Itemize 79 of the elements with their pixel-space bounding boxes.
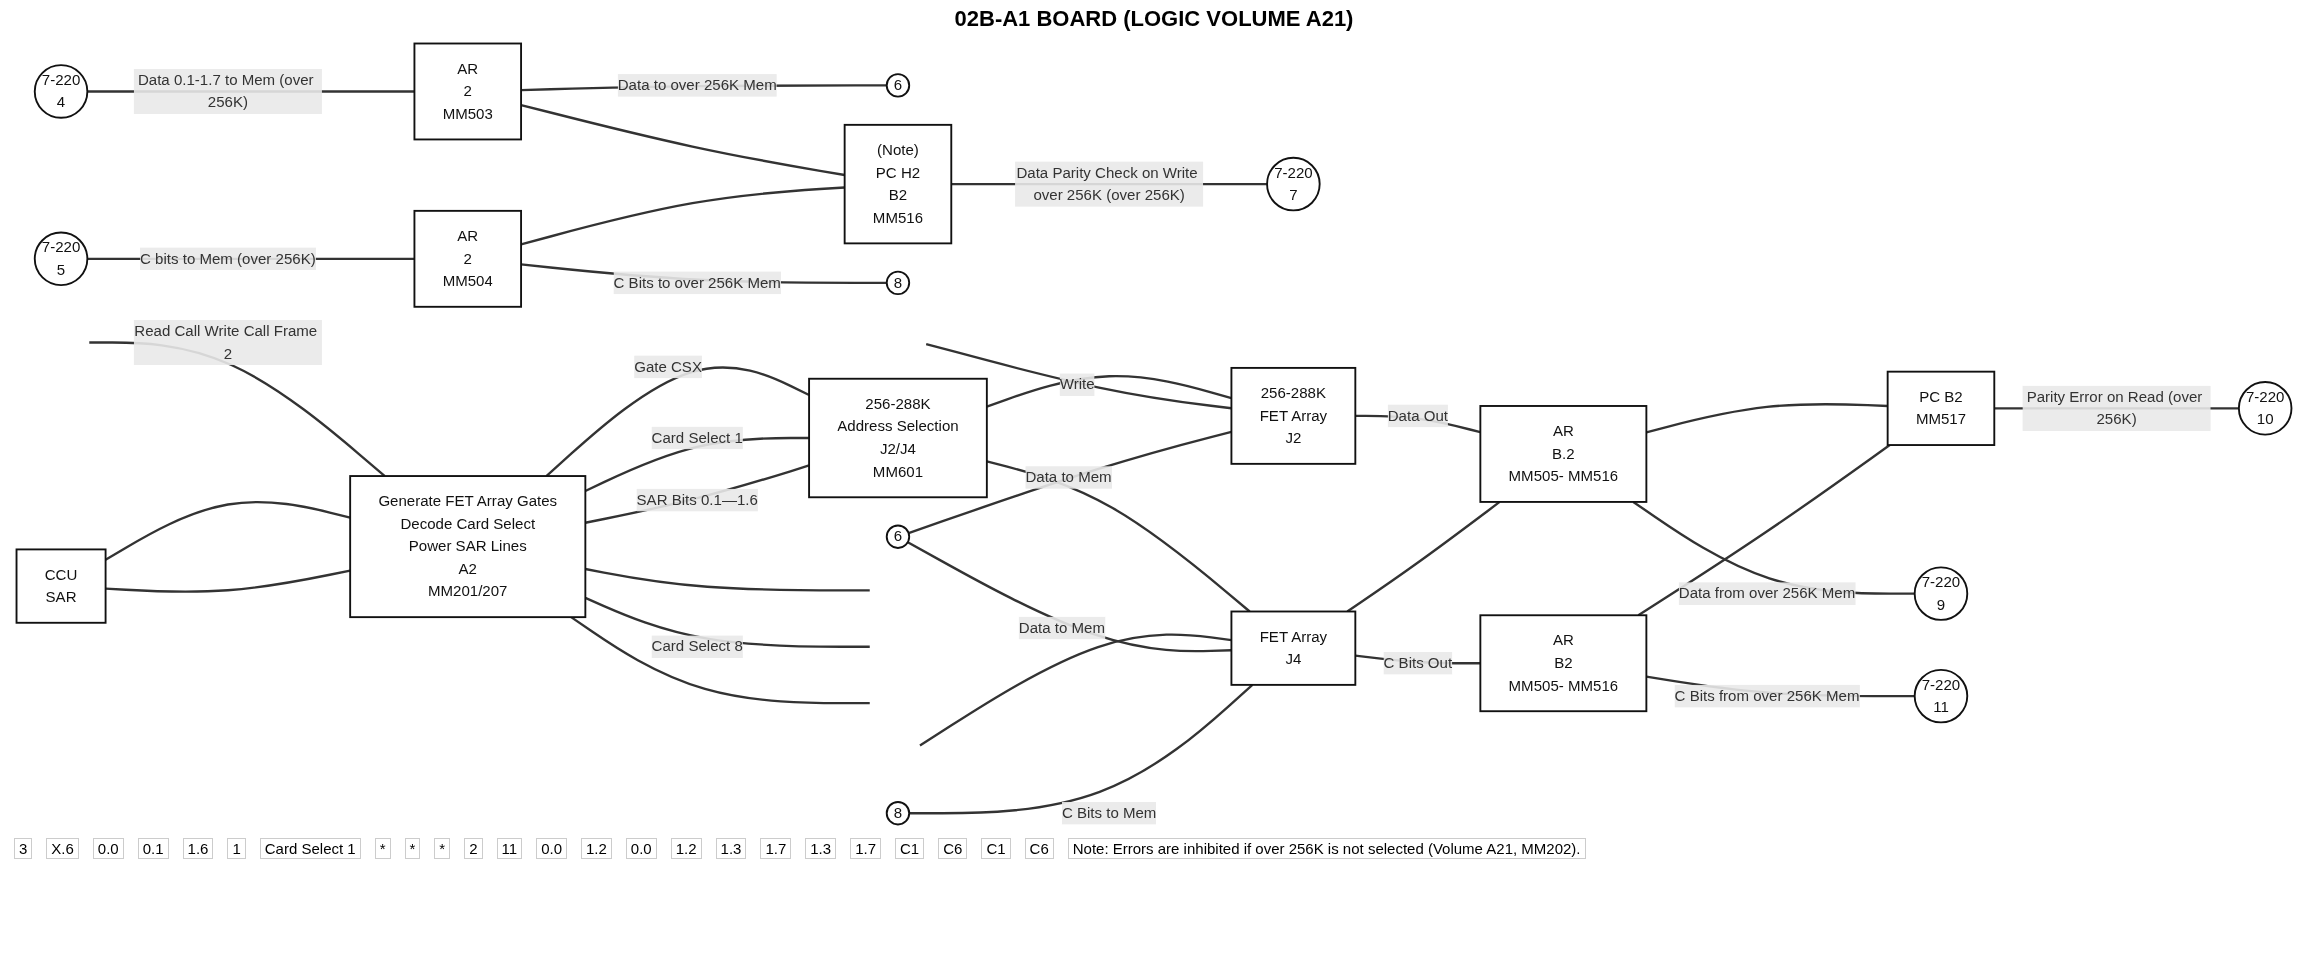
node-box: FET Array J4 <box>1230 610 1357 686</box>
connector <box>585 464 810 524</box>
label-text: C1 <box>895 838 925 859</box>
edge-label: C Bits to over 256K Mem <box>613 274 781 291</box>
label-text: C6 <box>938 838 968 859</box>
label-text: 11 <box>496 838 523 859</box>
node-circle: 6 <box>885 73 911 98</box>
edge-label: C Bits from over 256K Mem <box>1674 687 1860 704</box>
label-text: * <box>404 838 421 859</box>
node-box: 256-288K FET Array J2 <box>1230 366 1357 465</box>
connector <box>105 500 351 561</box>
diagram-title: 02B-A1 BOARD (LOGIC VOLUME A21) <box>953 6 1355 32</box>
label-text: 1.3 <box>805 838 837 859</box>
label-text: 0.0 <box>536 838 567 859</box>
edge-label: C Bits Out <box>1383 654 1453 671</box>
label-text: 1 <box>227 838 246 859</box>
node-circle: 7-220 4 <box>33 64 89 119</box>
label-text: C6 <box>1024 838 1054 859</box>
label-text: C1 <box>981 838 1011 859</box>
edge-label: Data to Mem <box>1025 469 1112 486</box>
node-circle: 7-220 9 <box>1913 566 1969 621</box>
edge-label: SAR Bits 0.1—1.6 <box>636 491 758 508</box>
edge-label: Data Out <box>1387 407 1448 424</box>
label-text: X.6 <box>46 838 79 859</box>
label-text: 1.6 <box>182 838 214 859</box>
edge-label: Data 0.1-1.7 to Mem (over 256K) <box>137 71 314 111</box>
node-circle: 7-220 5 <box>33 231 89 287</box>
connector <box>570 616 870 705</box>
connector <box>545 366 810 477</box>
label-text: 1.3 <box>715 838 747 859</box>
connector <box>1346 501 1501 613</box>
connector <box>105 569 351 593</box>
edge-label: Data from over 256K Mem <box>1678 585 1856 602</box>
label-text: 0.0 <box>625 838 657 859</box>
node-circle: 7-220 7 <box>1266 156 1321 212</box>
node-box: Generate FET Array Gates Decode Card Select Power SAR Lines A2 MM201/207 <box>349 475 587 619</box>
label-text: * <box>434 838 451 859</box>
connector <box>909 684 1254 815</box>
edge-label: C Bits to Mem <box>1061 804 1157 821</box>
edge-label: Card Select 8 <box>651 638 743 655</box>
node-box: AR B2 MM505- MM516 <box>1479 614 1648 713</box>
connector <box>585 567 870 592</box>
node-box: AR B.2 MM505- MM516 <box>1479 405 1648 503</box>
node-circle: 7-220 10 <box>2237 381 2293 436</box>
label-text: Card Select 1 <box>259 838 361 859</box>
node-box: (Note) PC H2 B2 MM516 <box>843 123 953 245</box>
node-circle: 8 <box>885 801 911 826</box>
label-text: 2 <box>464 838 483 859</box>
node-box: CCU SAR <box>15 548 107 624</box>
label-text: * <box>374 838 391 859</box>
node-circle: 7-220 11 <box>1913 668 1969 724</box>
edge-label: Card Select 1 <box>651 429 743 446</box>
edge-label: Data to over 256K Mem <box>617 76 777 93</box>
edge-label: C bits to Mem (over 256K) <box>140 250 316 267</box>
label-text: 0.1 <box>137 838 169 859</box>
label-text: 1.2 <box>670 838 702 859</box>
connector <box>908 430 1232 535</box>
label-text: 0.0 <box>92 838 124 859</box>
label-text: Note: Errors are inhibited if over 256K is not selected (Volume A21, MM202). <box>1067 838 1586 859</box>
node-box: AR 2 MM504 <box>413 209 522 308</box>
edge-label: Write <box>1059 376 1095 393</box>
node-circle: 6 <box>885 524 911 549</box>
node-circle: 8 <box>885 270 911 295</box>
label-text: 3 <box>14 838 33 859</box>
connector <box>919 633 1232 747</box>
label-text: 1.7 <box>850 838 881 859</box>
connector <box>1637 444 1891 617</box>
connector <box>907 541 1232 653</box>
edge-label: Gate CSX <box>634 358 702 375</box>
edge-label: Read Call Write Call Frame 2 <box>134 322 318 362</box>
node-box: 256-288K Address Selection J2/J4 MM601 <box>808 377 988 499</box>
edge-label: Data to Mem <box>1018 619 1105 636</box>
edge-label: Parity Error on Read (over 256K) <box>2026 388 2203 428</box>
label-text: 1.2 <box>581 838 612 859</box>
label-text: 1.7 <box>760 838 792 859</box>
connector <box>1646 402 1888 434</box>
edge-label: Data Parity Check on Write over 256K (over 256K) <box>1016 164 1198 203</box>
node-box: PC B2 MM517 <box>1886 370 1996 446</box>
node-box: AR 2 MM503 <box>413 42 522 141</box>
